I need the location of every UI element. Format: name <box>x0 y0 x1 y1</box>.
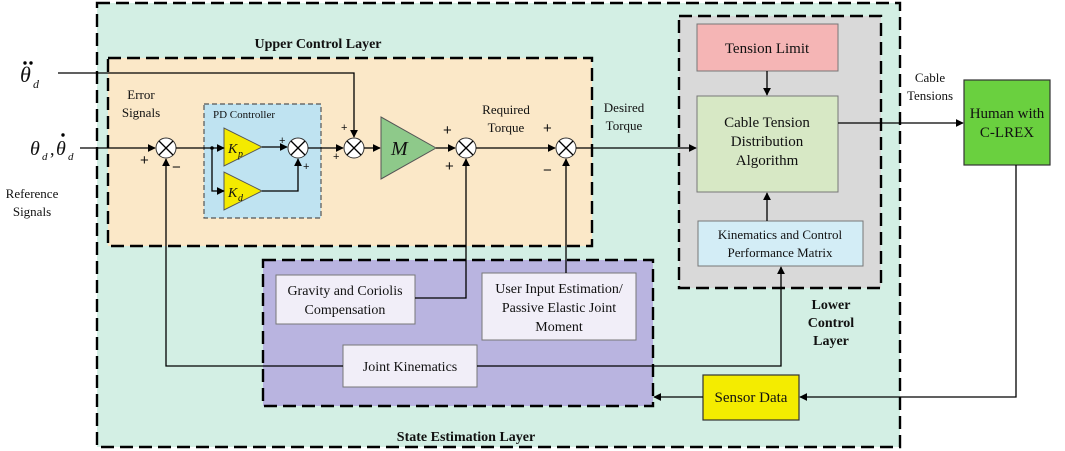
user-input-line1: User Input Estimation/ <box>495 282 623 297</box>
required-torque-line1: Required <box>482 102 530 117</box>
theta-dd-dot-right <box>29 61 33 65</box>
outer-layer-border <box>95 1 902 449</box>
pd-controller-label: PD Controller <box>213 109 275 121</box>
cable-tensions-line1: Cable <box>915 70 946 85</box>
theta-pair-input: θ d , θ d <box>30 133 74 163</box>
kp-subscript: p <box>237 149 243 160</box>
kp-label: K <box>227 142 238 157</box>
wire-pd-split <box>211 148 225 195</box>
desired-torque-line1: Desired <box>604 100 645 115</box>
sum-junction-required <box>455 137 477 159</box>
lower-layer-title-line1: Lower <box>812 298 851 313</box>
wire-gravity-to-required <box>415 158 470 299</box>
m-gain-block: M <box>380 116 438 180</box>
distribution-line2: Distribution <box>731 134 804 150</box>
wire-human-to-sensor <box>799 165 1017 401</box>
sign-desired-plus-left: + <box>543 120 552 137</box>
theta-dot-dot <box>61 133 65 137</box>
sum-junction-pd <box>287 137 309 159</box>
sum-junction-accel <box>343 137 365 159</box>
lower-layer-border <box>677 14 883 290</box>
sum-junction-error <box>155 137 177 159</box>
user-input-line2: Passive Elastic Joint <box>502 301 616 316</box>
theta-dd-dot-left <box>23 61 27 65</box>
gravity-line2: Compensation <box>305 303 386 318</box>
human-line2: C-LREX <box>980 125 1034 141</box>
lower-layer-title-line3: Layer <box>813 334 849 349</box>
lower-layer-title-line2: Control <box>808 316 855 331</box>
distribution-line3: Algorithm <box>736 153 799 169</box>
gravity-line1: Gravity and Coriolis <box>287 284 402 299</box>
kd-subscript: d <box>238 193 244 204</box>
wire-split-dot <box>210 146 214 150</box>
sensor-data-label: Sensor Data <box>715 390 788 406</box>
theta-dd-symbol: θ <box>20 62 31 87</box>
theta-symbol: θ <box>30 138 40 160</box>
user-input-line3: Moment <box>535 320 583 335</box>
reference-label-line1: Reference <box>6 186 59 201</box>
m-label: M <box>390 138 409 160</box>
sign-accel-plus-left: + <box>333 151 339 163</box>
theta-subscript: d <box>42 151 48 163</box>
sign-error-minus: − <box>172 159 181 176</box>
error-signals-line1: Error <box>127 87 155 102</box>
cable-tensions-line2: Tensions <box>907 88 953 103</box>
theta-dd-subscript: d <box>33 77 40 91</box>
desired-torque-line2: Torque <box>606 118 643 133</box>
user-input-estimation-block <box>481 272 637 341</box>
theta-dot-symbol: θ <box>56 138 66 160</box>
gravity-coriolis-block <box>275 274 416 325</box>
sign-error-plus: + <box>140 152 149 169</box>
wire-kd-out <box>262 158 302 192</box>
sign-required-plus-bottom: + <box>445 158 454 175</box>
upper-layer-title: Upper Control Layer <box>254 37 381 52</box>
sign-pd-plus-bottom: + <box>303 161 309 173</box>
wire-theta-dd <box>58 72 358 138</box>
error-signals-line2: Signals <box>122 105 160 120</box>
sum-junction-desired <box>555 137 577 159</box>
comma: , <box>50 139 55 159</box>
human-clrex-block <box>963 79 1051 166</box>
kinematics-matrix-line1: Kinematics and Control <box>718 227 843 242</box>
state-layer-title: State Estimation Layer <box>397 430 535 445</box>
sign-accel-plus-top: + <box>341 122 347 134</box>
required-torque-line2: Torque <box>488 120 525 135</box>
reference-label-line2: Signals <box>13 204 51 219</box>
kd-label: K <box>227 186 238 201</box>
sign-desired-minus-bottom: − <box>543 162 552 179</box>
kinematics-matrix-block <box>697 220 864 267</box>
wire-joint-to-error <box>162 158 343 367</box>
sign-required-plus-left: + <box>443 122 452 139</box>
distribution-block <box>696 95 839 193</box>
wire-joint-to-kinmatrix <box>477 266 785 367</box>
joint-kinematics-label: Joint Kinematics <box>363 360 458 375</box>
tension-limit-block <box>696 23 839 72</box>
sensor-data-block <box>702 374 800 421</box>
state-layer-border <box>261 258 655 408</box>
tension-limit-label: Tension Limit <box>725 41 810 57</box>
theta-dot-subscript: d <box>68 151 74 163</box>
human-line1: Human with <box>970 106 1045 122</box>
upper-layer-border <box>106 56 594 248</box>
theta-dd-input: θ d <box>20 61 40 91</box>
pd-controller-border <box>203 103 322 219</box>
kinematics-matrix-line2: Performance Matrix <box>727 245 833 260</box>
sign-pd-plus-left: + <box>279 135 285 147</box>
distribution-line1: Cable Tension <box>724 115 810 131</box>
